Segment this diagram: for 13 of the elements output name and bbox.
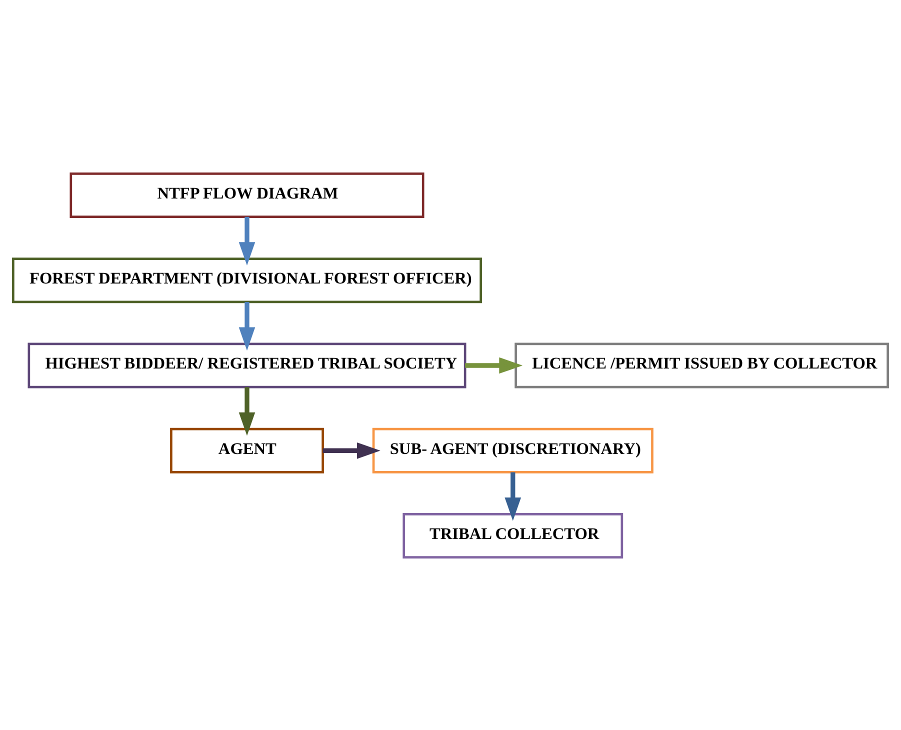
arrow: [238, 302, 256, 350]
arrow: [465, 356, 523, 374]
node-box: LICENCE /PERMIT ISSUED BY COLLECTOR: [514, 342, 889, 388]
arrow: [504, 472, 522, 520]
arrow: [238, 216, 256, 265]
arrow: [322, 442, 380, 458]
node-box: FOREST DEPARTMENT (DIVISIONAL FOREST OFFICER): [12, 257, 482, 303]
node-box: HIGHEST BIDDEER/ REGISTERED TRIBAL SOCIETY: [28, 342, 466, 388]
node-box: NTFP FLOW DIAGRAM: [70, 172, 424, 218]
node-box: TRIBAL COLLECTOR: [402, 512, 624, 558]
node-box: SUB- AGENT (DISCRETIONARY): [372, 427, 654, 473]
node-box: AGENT: [170, 427, 324, 473]
arrow: [238, 386, 256, 436]
